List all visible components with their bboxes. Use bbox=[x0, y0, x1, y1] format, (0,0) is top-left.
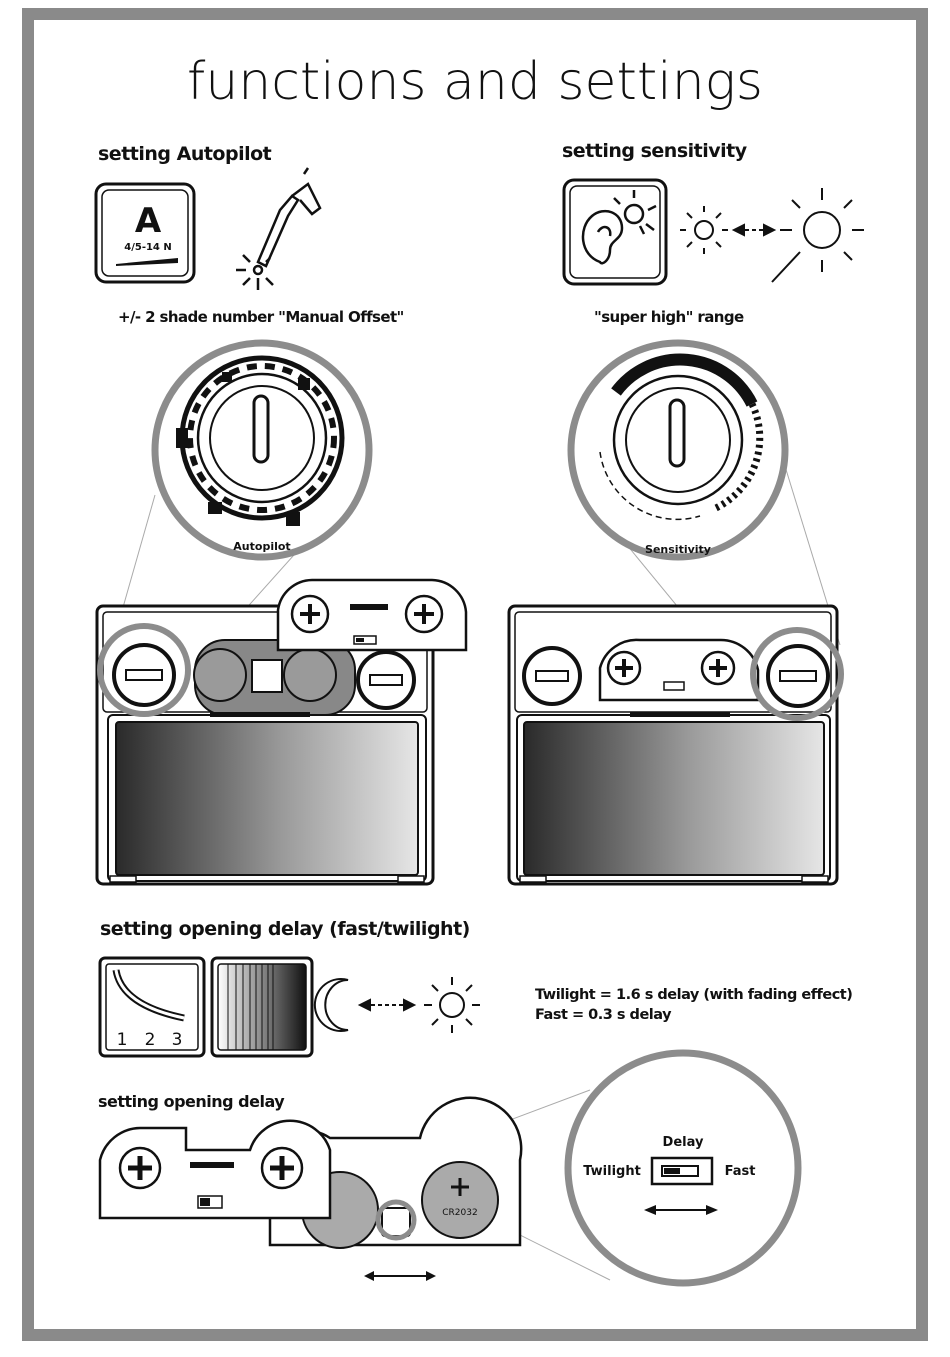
right-cartridge bbox=[507, 604, 844, 886]
autopilot-icon-sub: 4/5-14 N bbox=[124, 242, 172, 253]
delay-cover bbox=[98, 1119, 332, 1220]
fast-note: Fast = 0.3 s delay bbox=[535, 1007, 672, 1023]
curve-number-2: 2 bbox=[145, 1030, 156, 1050]
opening-delay-heading: setting opening delay bbox=[98, 1092, 285, 1111]
sensitivity-dial-label: Sensitivity bbox=[645, 543, 711, 556]
right-lens bbox=[523, 721, 825, 876]
battery-label: CR2032 bbox=[442, 1208, 477, 1218]
fade-bars-icon bbox=[210, 956, 314, 1058]
sun-large-icon bbox=[771, 188, 864, 283]
switch-title: Delay bbox=[663, 1135, 704, 1150]
sensitivity-caption: "super high" range bbox=[594, 308, 744, 326]
autopilot-caption: +/- 2 shade number "Manual Offset" bbox=[118, 308, 404, 326]
autopilot-icon-letter: A bbox=[135, 201, 162, 241]
delay-cover-popup bbox=[276, 578, 468, 652]
page-title: functions and settings bbox=[187, 52, 763, 112]
arrows-icon bbox=[731, 223, 777, 237]
delay-curve-icon: 1 2 3 bbox=[98, 956, 206, 1058]
delay-arrows-icon bbox=[357, 998, 417, 1012]
switch-right-label: Fast bbox=[725, 1164, 756, 1179]
autopilot-dial-label: Autopilot bbox=[233, 540, 290, 553]
delay-switch-callout: Delay Twilight Fast bbox=[564, 1049, 802, 1287]
welding-torch-icon bbox=[236, 167, 322, 290]
autopilot-heading: setting Autopilot bbox=[98, 143, 272, 165]
letter-a-icon: A 4/5-14 N bbox=[94, 182, 196, 284]
sensitivity-dial: Sensitivity bbox=[567, 339, 789, 561]
twilight-note: Twilight = 1.6 s delay (with fading effe… bbox=[535, 987, 853, 1003]
sun-small-icon bbox=[680, 206, 728, 254]
curve-number-1: 1 bbox=[117, 1030, 128, 1050]
left-lens bbox=[115, 721, 419, 876]
opening-delay-fast-twilight-heading: setting opening delay (fast/twilight) bbox=[100, 918, 470, 940]
curve-number-3: 3 bbox=[172, 1030, 183, 1050]
autopilot-dial: Autopilot bbox=[151, 339, 373, 561]
sensitivity-heading: setting sensitivity bbox=[562, 140, 747, 162]
ear-light-icon bbox=[562, 178, 668, 286]
left-cartridge bbox=[95, 604, 435, 886]
switch-left-label: Twilight bbox=[583, 1164, 641, 1179]
sun-icon bbox=[424, 977, 480, 1033]
moon-icon bbox=[313, 978, 349, 1032]
